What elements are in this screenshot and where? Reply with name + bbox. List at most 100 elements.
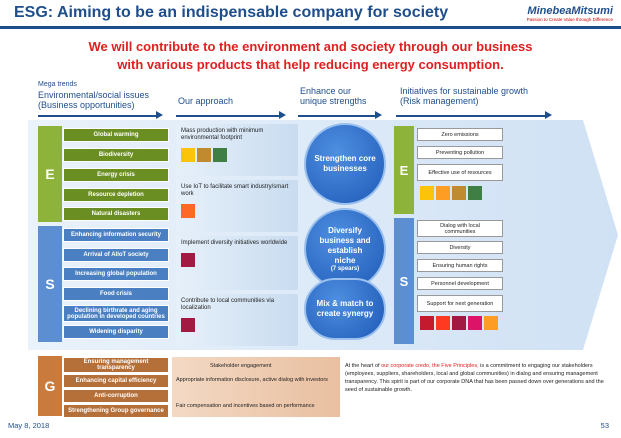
col-initiatives-line2: (Risk management) xyxy=(400,96,479,106)
approach-box-3: Implement diversity initiatives worldwid… xyxy=(176,236,298,290)
initiative-e-sdg-row xyxy=(420,186,482,200)
sdg-12-icon xyxy=(197,148,211,162)
trend-s-item: Food crisis xyxy=(63,287,169,301)
sdg-icon-row xyxy=(176,146,298,164)
headline-line-1: We will contribute to the environment an… xyxy=(88,39,533,54)
col-mega-trends-line2: Environmental/social issues xyxy=(38,90,150,100)
sdg-11-icon xyxy=(484,316,498,330)
trend-e-item: Biodiversity xyxy=(63,148,169,162)
governance-text-pre: At the heart of xyxy=(345,363,382,369)
col-mega-trends-line1: Mega trends xyxy=(38,81,77,88)
arrow-head-1 xyxy=(156,111,163,119)
page-title: ESG: Aiming to be an indispensable compa… xyxy=(14,4,449,21)
sdg-icon-row xyxy=(176,316,298,334)
strength-main-text: Mix & match to create synergy xyxy=(316,299,374,318)
governance-item: Fair compensation and incentives based o… xyxy=(176,403,315,409)
logo-brand: MinebeaMitsumi xyxy=(527,5,613,17)
footer-date: May 8, 2018 xyxy=(8,421,50,430)
col-strengths: Enhance our unique strengths xyxy=(300,86,367,106)
trend-e-item: Resource depletion xyxy=(63,188,169,202)
strength-circle-synergy: Mix & match to create synergy xyxy=(304,278,386,340)
page-number: 53 xyxy=(600,421,609,430)
col-mega-trends: Mega trends Environmental/social issues … xyxy=(38,80,149,110)
initiative-e-item: Effective use of resources xyxy=(417,164,503,181)
trend-e-item: Energy crisis xyxy=(63,168,169,182)
headline: We will contribute to the environment an… xyxy=(0,38,621,74)
arrow-line-3 xyxy=(298,115,376,117)
trend-s-item: Increasing global population xyxy=(63,267,169,281)
initiative-e-item: Preventing pollution xyxy=(417,146,503,159)
logo-tagline: Passion to Create Value through Differen… xyxy=(526,17,613,22)
governance-text-post: is a commitment to engaging our stakehol… xyxy=(345,363,604,393)
arrow-head-4 xyxy=(545,111,552,119)
trend-g-item: Ensuring management transparency xyxy=(63,357,169,373)
sdg-8-icon xyxy=(452,316,466,330)
sdg-5-icon xyxy=(436,316,450,330)
arrow-line-4 xyxy=(396,115,546,117)
trend-g-item: Anti-corruption xyxy=(63,389,169,403)
sdg-13-icon xyxy=(213,148,227,162)
col-strengths-line1: Enhance our xyxy=(300,86,352,96)
trend-e-item: Natural disasters xyxy=(63,207,169,221)
esg-letter-s: S xyxy=(38,226,62,342)
col-mega-trends-line3: (Business opportunities) xyxy=(38,100,135,110)
initiative-s-item: Dialog with local communities xyxy=(417,220,503,237)
strength-circle-core: Strengthen core businesses xyxy=(304,123,386,205)
sdg-11-icon xyxy=(436,186,450,200)
approach-box-1: Mass production with minimum environment… xyxy=(176,124,298,176)
trend-e-item: Global warming xyxy=(63,128,169,142)
trend-s-item: Widening disparity xyxy=(63,325,169,339)
arrow-head-2 xyxy=(279,111,286,119)
sdg-8-icon xyxy=(181,318,195,332)
sdg-7-icon xyxy=(420,186,434,200)
governance-item: Stakeholder engagement xyxy=(210,363,272,369)
initiative-s-item: Ensuring human rights xyxy=(417,259,503,272)
governance-band xyxy=(172,357,340,417)
sdg-10-icon xyxy=(468,316,482,330)
governance-text-highlight: our corporate credo, the Five Principles… xyxy=(381,363,479,369)
strength-sub-text: (7 spears) xyxy=(330,265,360,272)
sdg-icon-row xyxy=(176,251,298,269)
initiative-e-item: Zero emissions xyxy=(417,128,503,141)
sdg-8-icon xyxy=(181,253,195,267)
trend-s-item: Enhancing information security xyxy=(63,228,169,242)
company-logo: MinebeaMitsumi Passion to Create Value t… xyxy=(527,6,613,23)
col-initiatives: Initiatives for sustainable growth (Risk… xyxy=(400,86,528,106)
sdg-icon-row xyxy=(176,202,298,220)
arrow-head-3 xyxy=(375,111,382,119)
esg-letter-e: E xyxy=(38,126,62,222)
strength-main-text: Diversify business and establish niche xyxy=(319,225,371,265)
approach-box-2: Use IoT to facilitate smart industry/sma… xyxy=(176,180,298,232)
trend-s-item: Arrival of AIIoT society xyxy=(63,248,169,262)
approach-text: Use IoT to facilitate smart industry/sma… xyxy=(181,184,289,197)
approach-box-4: Contribute to local communities via loca… xyxy=(176,294,298,346)
arrow-line-2 xyxy=(176,115,280,117)
initiative-s-item: Diversity xyxy=(417,241,503,254)
header-divider xyxy=(0,26,621,29)
sdg-12-icon xyxy=(452,186,466,200)
governance-description: At the heart of our corporate credo, the… xyxy=(345,362,615,394)
col-approach: Our approach xyxy=(178,96,234,106)
sdg-4-icon xyxy=(420,316,434,330)
col-initiatives-line1: Initiatives for sustainable growth xyxy=(400,86,529,96)
approach-text: Contribute to local communities via loca… xyxy=(181,298,275,311)
arrow-line-1 xyxy=(38,115,158,117)
strength-main-text: Strengthen core businesses xyxy=(314,154,376,173)
col-strengths-line2: unique strengths xyxy=(300,96,367,106)
initiative-s-sdg-row xyxy=(420,316,498,330)
initiative-s-item: Personnel development xyxy=(417,277,503,290)
sdg-13-icon xyxy=(468,186,482,200)
initiative-s-item: Support for next generation xyxy=(417,295,503,312)
esg-letter-g: G xyxy=(38,356,62,416)
trend-g-item: Strengthening Group governance xyxy=(63,404,169,418)
initiative-letter-e: E xyxy=(394,126,414,214)
initiative-letter-s: S xyxy=(394,218,414,344)
sdg-9-icon xyxy=(181,204,195,218)
governance-item: Appropriate information disclosure, acti… xyxy=(176,377,328,383)
trend-g-item: Enhancing capital efficiency xyxy=(63,374,169,388)
sdg-7-icon xyxy=(181,148,195,162)
trend-s-item: Declining birthrate and aging population… xyxy=(63,305,169,322)
approach-text: Mass production with minimum environment… xyxy=(181,128,264,141)
approach-text: Implement diversity initiatives worldwid… xyxy=(181,240,288,246)
headline-line-2: with various products that help reducing… xyxy=(117,57,504,72)
